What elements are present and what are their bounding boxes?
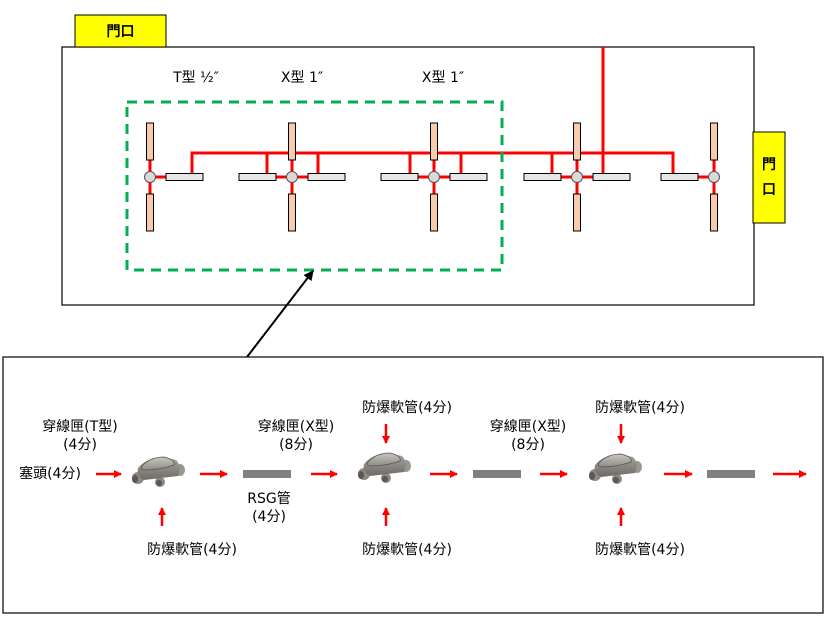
detail-panel xyxy=(2,356,824,614)
fittings-group xyxy=(144,122,720,232)
door-top: 門口 xyxy=(74,14,167,48)
flex-hose-label-top-2: 防爆軟管(4分) xyxy=(362,400,452,416)
flex-hose-label-top-3: 防爆軟管(4分) xyxy=(595,400,685,416)
fixture-top xyxy=(710,122,718,161)
flex-hose-label-bottom-3: 防爆軟管(4分) xyxy=(595,542,685,558)
x-box-1-label-line1: 穿線匣(X型) xyxy=(258,419,335,435)
callout-arrow xyxy=(246,270,314,358)
fixture-left xyxy=(238,173,277,181)
junction-node xyxy=(144,171,156,183)
fixture-right xyxy=(165,173,204,181)
door-right: 門 口 xyxy=(752,131,786,224)
plug-label: 塞頭(4分) xyxy=(19,465,81,482)
plan-view: 門口 門 口 T型 ½″ X型 1″ X型 1″ xyxy=(61,14,786,358)
x-box-2-label-line1: 穿線匣(X型) xyxy=(490,419,567,435)
fixture-bottom xyxy=(146,193,154,232)
door-right-label-char-1: 門 xyxy=(762,157,776,173)
rsg-pipe xyxy=(473,470,521,478)
conduit-outlet-box xyxy=(132,456,185,487)
flex-hose-label-bottom-2: 防爆軟管(4分) xyxy=(362,542,452,558)
fixture-bottom xyxy=(288,193,296,232)
x-box-1-label-line2: (8分) xyxy=(279,437,313,453)
junction-fitting xyxy=(238,122,346,232)
fixture-bottom xyxy=(573,193,581,232)
x-box-2-label-line2: (8分) xyxy=(511,437,545,453)
highlight-region xyxy=(125,100,504,272)
rsg-pipe xyxy=(243,470,291,478)
junction-node xyxy=(708,171,720,183)
fixture-top xyxy=(146,122,154,161)
t-box-label-line2: (4分) xyxy=(63,437,97,453)
rsg-pipe xyxy=(707,470,755,478)
rsg-pipe-label-line2: (4分) xyxy=(252,509,286,525)
fixture-left xyxy=(380,173,419,181)
junction-fitting xyxy=(144,122,204,232)
fixture-right xyxy=(307,173,346,181)
fixture-top xyxy=(288,122,296,161)
door-right-label-char-2: 口 xyxy=(762,182,776,198)
fixture-top xyxy=(573,122,581,161)
fitting-label-t-half: T型 ½″ xyxy=(172,70,219,86)
fixture-right xyxy=(592,173,631,181)
junction-node xyxy=(428,171,440,183)
fitting-label-x-1: X型 1″ xyxy=(281,70,323,86)
conduit-outlet-box xyxy=(589,453,642,484)
t-box-label-line1: 穿線匣(T型) xyxy=(42,419,117,435)
junction-fitting xyxy=(660,122,720,232)
door-top-label: 門口 xyxy=(107,24,135,40)
junction-node xyxy=(571,171,583,183)
junction-node xyxy=(286,171,298,183)
junction-fitting xyxy=(523,122,631,232)
junction-fitting xyxy=(380,122,488,232)
flex-hose-label-bottom-1: 防爆軟管(4分) xyxy=(147,542,237,558)
fitting-label-x-2: X型 1″ xyxy=(422,70,464,86)
fixture-bottom xyxy=(710,193,718,232)
fixture-left xyxy=(523,173,562,181)
fixture-bottom xyxy=(430,193,438,232)
conduit-outlet-box xyxy=(358,452,411,483)
rsg-pipe-label-line1: RSG管 xyxy=(247,491,290,507)
fixture-top xyxy=(430,122,438,161)
fixture-right xyxy=(449,173,488,181)
detail-view: 穿線匣(T型) (4分) 塞頭(4分) 防爆軟管(4分) 穿線匣(X型) (8分… xyxy=(2,356,824,614)
fixture-left xyxy=(660,173,699,181)
